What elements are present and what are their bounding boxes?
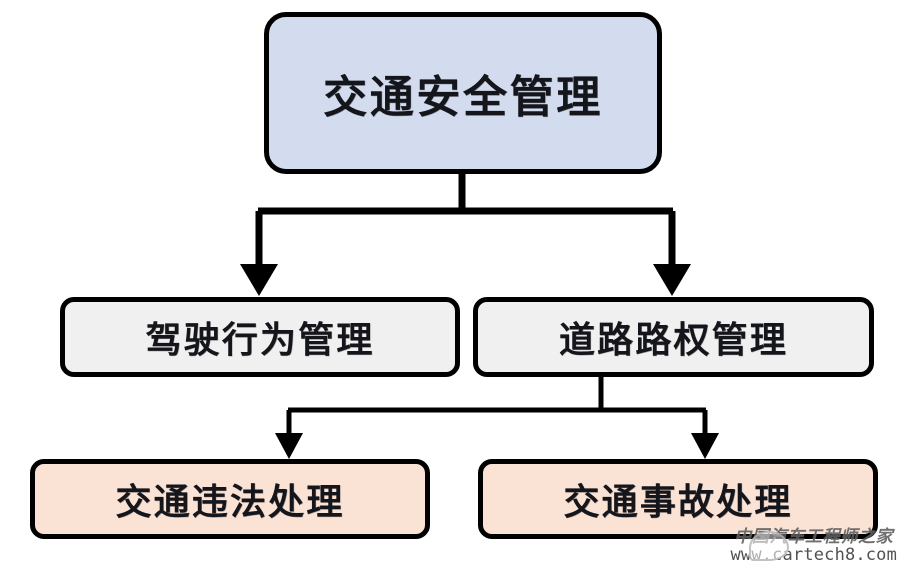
node-traffic-accident-handling[interactable]: 交通事故处理 — [478, 459, 878, 539]
arrowhead-accident — [691, 433, 719, 459]
arrowhead-roadright — [653, 264, 691, 296]
node-label: 道路路权管理 — [559, 319, 788, 361]
node-traffic-violation-handling[interactable]: 交通违法处理 — [30, 459, 430, 539]
node-driving-behavior-management[interactable]: 驾驶行为管理 — [60, 297, 460, 377]
arrowhead-violation — [275, 433, 303, 459]
node-label: 驾驶行为管理 — [145, 319, 375, 361]
node-label: 交通事故处理 — [563, 481, 793, 523]
node-road-right-of-way-management[interactable]: 道路路权管理 — [473, 297, 874, 377]
edge-roadright-to-level2 — [286, 377, 708, 436]
node-label: 交通安全管理 — [323, 72, 603, 123]
arrowhead-driving — [240, 264, 278, 296]
node-traffic-safety-management[interactable]: 交通安全管理 — [264, 12, 662, 174]
edge-root-to-level1 — [255, 172, 676, 268]
node-label: 交通违法处理 — [115, 481, 345, 523]
